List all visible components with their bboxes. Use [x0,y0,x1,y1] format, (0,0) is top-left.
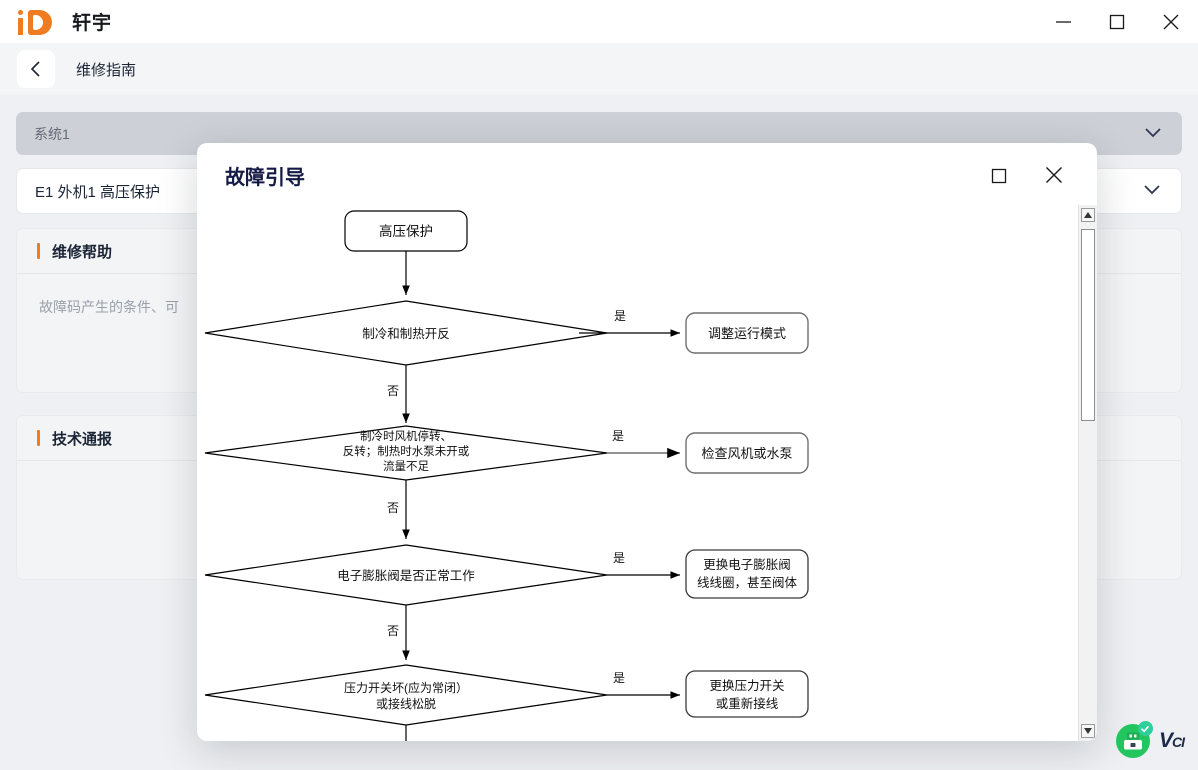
accent-bar [37,243,40,259]
fault-code-selector-value: E1 外机1 高压保护 [35,183,161,201]
maximize-icon [1109,14,1125,29]
flow-decision-2-line2: 反转；制热时水泵未开或 [343,444,470,458]
flow-action-4-line2: 或重新接线 [716,696,779,711]
flow-action-4-line1: 更换压力开关 [709,679,784,693]
vci-label: VCI [1158,729,1185,753]
system-selector-value: 系统1 [34,125,70,142]
card-title: 技术通报 [52,430,113,448]
check-badge-icon [1137,721,1153,736]
flow-no-label-3: 否 [387,624,399,638]
flow-decision-3-label: 电子膨胀阀是否正常工作 [337,569,475,583]
scroll-down-button[interactable] [1081,724,1095,738]
flow-action-3-line2: 线线圈，甚至阀体 [697,576,798,590]
flow-decision-2: 制冷时风机停转、 反转；制热时水泵未开或 流量不足 [204,425,608,481]
card-body: 故障码产生的条件、可 [39,299,179,315]
flowchart-svg: 高压保护 制冷和制热开反 是 调整运行模式 否 [204,210,809,741]
dialog-scrollbar[interactable] [1078,205,1097,741]
app-title: 轩宇 [72,13,113,34]
flow-action-2: 检查风机或水泵 [685,432,809,474]
vci-device-icon [1115,721,1153,758]
app-brand: 轩宇 [0,8,112,35]
flow-decision-3: 电子膨胀阀是否正常工作 [204,544,608,606]
breadcrumb-bar: 维修指南 [0,43,1198,95]
scroll-down-arrow-icon [1084,728,1092,734]
close-icon [1046,167,1062,183]
flow-action-3-line1: 更换电子膨胀阀 [703,558,791,572]
flow-yes-label-4: 是 [613,671,625,685]
vci-connector-glyph [1123,732,1142,750]
close-button[interactable] [1144,0,1198,43]
flow-node-start-label: 高压保护 [379,223,433,239]
close-icon [1163,14,1179,29]
fault-guide-dialog: 故障引导 高压保护 [197,143,1097,741]
flow-yes-label-1: 是 [614,309,626,323]
minimize-button[interactable] [1036,0,1090,43]
flow-action-3: 更换电子膨胀阀 线线圈，甚至阀体 [685,549,809,599]
chevron-left-icon [30,61,40,77]
flow-action-2-label: 检查风机或水泵 [701,446,792,461]
flow-node-start: 高压保护 [344,210,468,252]
breadcrumb: 维修指南 [76,61,137,79]
flow-decision-4: 压力开关坏(应为常闭） 或接线松脱 [204,664,608,726]
vci-label-main: V [1158,729,1173,752]
window-controls [1036,0,1198,43]
flowchart-canvas: 高压保护 制冷和制热开反 是 调整运行模式 否 [197,205,1079,741]
window-titlebar: 轩宇 [0,0,1198,43]
dialog-header: 故障引导 [197,143,1097,205]
id-logo-icon [18,9,62,35]
chevron-down-icon [1143,182,1161,200]
flow-decision-4-line2: 或接线松脱 [376,696,436,711]
flow-yes-label-2: 是 [612,429,624,443]
flow-no-label-1: 否 [387,384,399,398]
flow-decision-2-line1: 制冷时风机停转、 [360,429,452,443]
vci-status[interactable]: VCI [1115,721,1185,758]
back-button[interactable] [17,50,55,88]
dialog-title: 故障引导 [225,167,305,189]
maximize-button[interactable] [1090,0,1144,43]
scroll-up-arrow-icon [1084,212,1092,218]
dialog-body: 高压保护 制冷和制热开反 是 调整运行模式 否 [197,205,1097,741]
card-title: 维修帮助 [52,243,113,261]
dialog-close-button[interactable] [1041,162,1067,188]
maximize-icon [991,168,1007,184]
flow-decision-2-line3: 流量不足 [383,459,429,473]
flow-action-4: 更换压力开关 或重新接线 [685,670,809,718]
scrollbar-thumb[interactable] [1081,229,1095,421]
flow-decision-1-label: 制冷和制热开反 [362,327,450,341]
flow-no-label-2: 否 [387,501,399,515]
flow-yes-label-3: 是 [613,551,625,565]
minimize-icon [1055,20,1071,23]
scroll-up-button[interactable] [1081,208,1095,222]
chevron-down-icon [1144,125,1162,143]
flow-decision-4-line1: 压力开关坏(应为常闭） [344,680,468,695]
accent-bar [37,430,40,446]
dialog-maximize-button[interactable] [987,164,1011,188]
flow-action-1: 调整运行模式 [685,312,809,354]
flow-action-1-label: 调整运行模式 [708,326,786,341]
vci-label-suffix: CI [1172,734,1185,750]
flow-decision-1: 制冷和制热开反 [204,300,608,366]
